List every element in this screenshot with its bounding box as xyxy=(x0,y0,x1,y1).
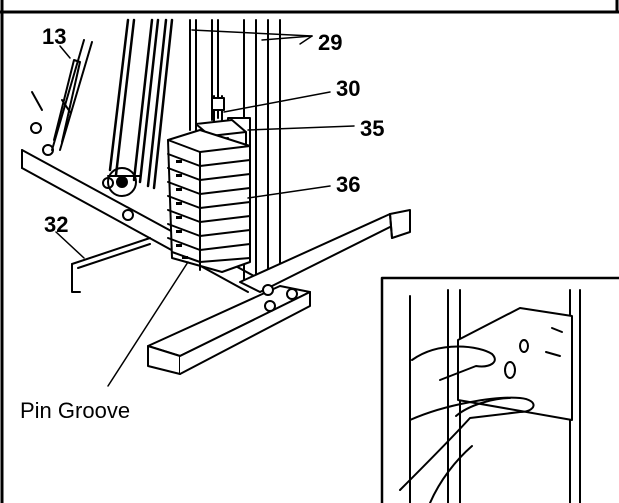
weight-pin xyxy=(71,237,151,293)
leader-lines xyxy=(55,29,355,387)
left-frame xyxy=(30,39,93,151)
callout-29: 29 xyxy=(318,30,342,55)
weight-stack xyxy=(167,129,251,273)
callout-13: 13 xyxy=(42,24,66,49)
callout-30: 30 xyxy=(336,76,360,101)
cables xyxy=(108,18,174,190)
front-crossbar xyxy=(147,284,311,375)
callout-32: 32 xyxy=(44,212,68,237)
caption-pin-groove: Pin Groove xyxy=(20,398,130,423)
callout-35: 35 xyxy=(360,116,384,141)
inset-box xyxy=(380,276,619,503)
pulley xyxy=(107,167,141,197)
right-crossbar xyxy=(239,209,411,293)
callout-36: 36 xyxy=(336,172,360,197)
